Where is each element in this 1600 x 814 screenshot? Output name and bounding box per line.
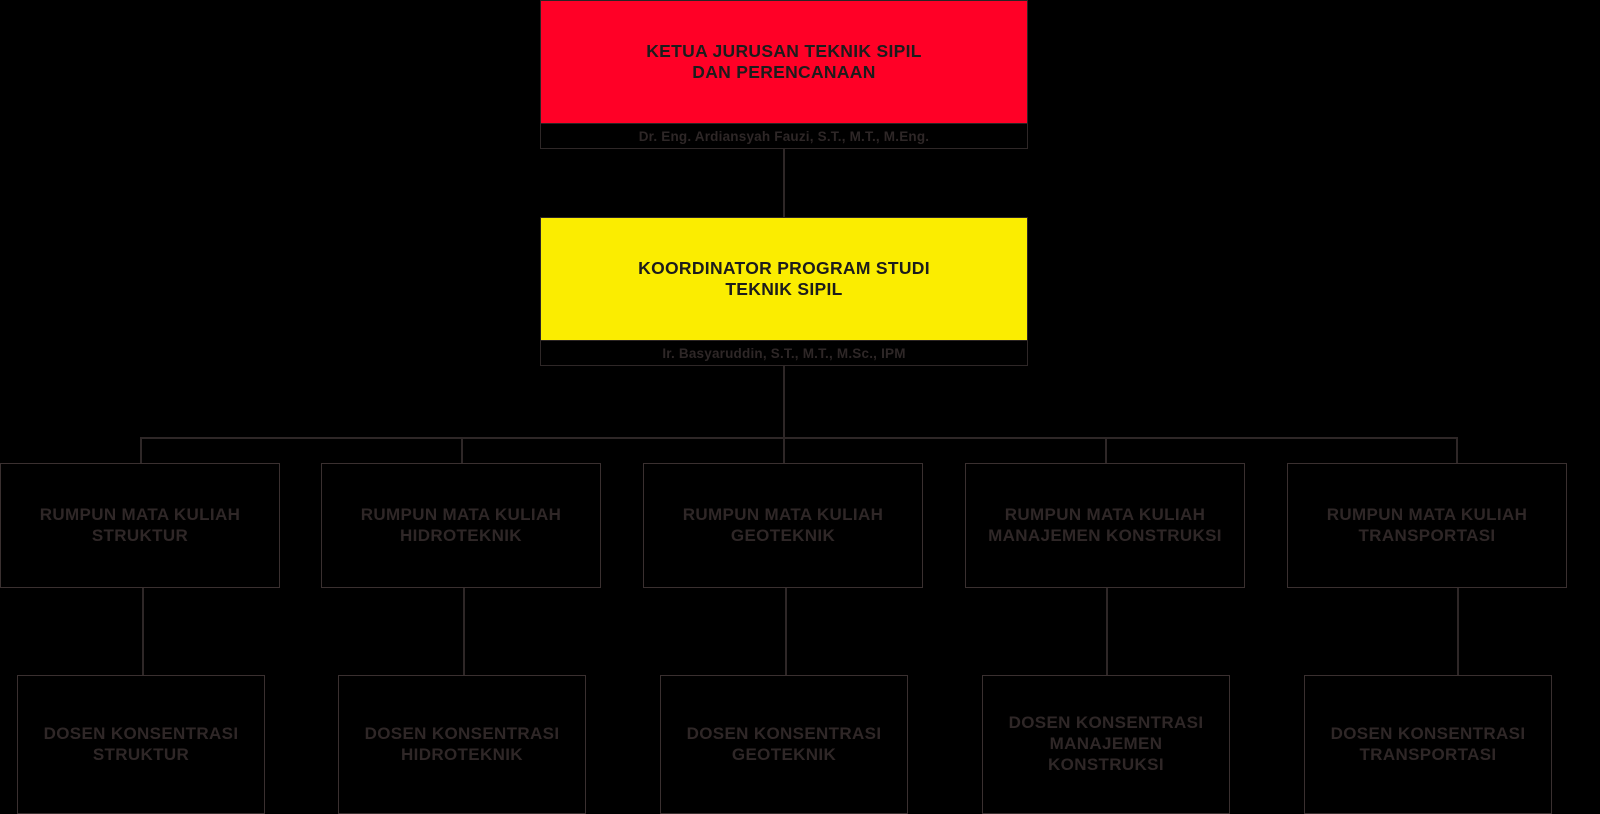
koordinator-prodi-title-line1: KOORDINATOR PROGRAM STUDI xyxy=(638,257,930,278)
connector-rumpun-bus xyxy=(140,437,1458,439)
dosen-geoteknik-line2: GEOTEKNIK xyxy=(731,744,837,764)
connector-ketua-to-koordinator xyxy=(783,149,785,218)
rumpun-manajemen-konstruksi-line2: MANAJEMEN KONSTRUKSI xyxy=(988,525,1222,545)
dosen-struktur-line1: DOSEN KONSENTRASI xyxy=(43,723,239,743)
rumpun-transportasi-line1: RUMPUN MATA KULIAH xyxy=(1326,504,1528,524)
koordinator-prodi-person-name[interactable]: Ir. Basyaruddin, S.T., M.T., M.Sc., IPM xyxy=(540,341,1028,366)
ketua-jurusan-title: KETUA JURUSAN TEKNIK SIPIL DAN PERENCANA… xyxy=(646,41,922,84)
connector-koordinator-stem xyxy=(783,366,785,438)
rumpun-hidroteknik-line2: HIDROTEKNIK xyxy=(400,525,522,545)
rumpun-struktur-line2: STRUKTUR xyxy=(91,525,189,545)
rumpun-geoteknik-line1: RUMPUN MATA KULIAH xyxy=(682,504,884,524)
node-rumpun-manajemen-konstruksi[interactable]: RUMPUN MATA KULIAH MANAJEMEN KONSTRUKSI xyxy=(965,463,1245,588)
node-dosen-transportasi[interactable]: DOSEN KONSENTRASI TRANSPORTASI xyxy=(1304,675,1552,814)
node-ketua-jurusan[interactable]: KETUA JURUSAN TEKNIK SIPIL DAN PERENCANA… xyxy=(540,0,1028,124)
connector-bus-to-rumpun-manajemen xyxy=(1105,437,1107,464)
node-rumpun-hidroteknik[interactable]: RUMPUN MATA KULIAH HIDROTEKNIK xyxy=(321,463,601,588)
dosen-manajemen-konstruksi-line3: KONSTRUKSI xyxy=(1048,754,1164,774)
rumpun-struktur-line1: RUMPUN MATA KULIAH xyxy=(39,504,241,524)
rumpun-struktur-label: RUMPUN MATA KULIAH STRUKTUR xyxy=(34,505,247,546)
dosen-struktur-line2: STRUKTUR xyxy=(92,744,190,764)
ketua-jurusan-title-line2: DAN PERENCANAAN xyxy=(692,62,876,82)
node-rumpun-struktur[interactable]: RUMPUN MATA KULIAH STRUKTUR xyxy=(0,463,280,588)
dosen-hidroteknik-line1: DOSEN KONSENTRASI xyxy=(364,723,560,743)
rumpun-manajemen-konstruksi-line1: RUMPUN MATA KULIAH xyxy=(1004,504,1206,524)
rumpun-geoteknik-line2: GEOTEKNIK xyxy=(730,525,836,545)
connector-bus-to-rumpun-transportasi xyxy=(1456,437,1458,464)
node-koordinator-prodi[interactable]: KOORDINATOR PROGRAM STUDI TEKNIK SIPIL xyxy=(540,217,1028,341)
rumpun-manajemen-konstruksi-label: RUMPUN MATA KULIAH MANAJEMEN KONSTRUKSI xyxy=(982,505,1228,546)
dosen-hidroteknik-label: DOSEN KONSENTRASI HIDROTEKNIK xyxy=(359,724,566,765)
ketua-jurusan-title-line1: KETUA JURUSAN TEKNIK SIPIL xyxy=(646,40,922,61)
ketua-jurusan-person-name[interactable]: Dr. Eng. Ardiansyah Fauzi, S.T., M.T., M… xyxy=(540,124,1028,149)
rumpun-transportasi-line2: TRANSPORTASI xyxy=(1358,525,1496,545)
connector-rumpun-to-dosen-transportasi xyxy=(1457,588,1459,675)
connector-rumpun-to-dosen-struktur xyxy=(142,588,144,675)
rumpun-geoteknik-label: RUMPUN MATA KULIAH GEOTEKNIK xyxy=(677,505,890,546)
rumpun-hidroteknik-line1: RUMPUN MATA KULIAH xyxy=(360,504,562,524)
dosen-transportasi-line2: TRANSPORTASI xyxy=(1359,744,1497,764)
node-rumpun-geoteknik[interactable]: RUMPUN MATA KULIAH GEOTEKNIK xyxy=(643,463,923,588)
node-rumpun-transportasi[interactable]: RUMPUN MATA KULIAH TRANSPORTASI xyxy=(1287,463,1567,588)
dosen-transportasi-line1: DOSEN KONSENTRASI xyxy=(1330,723,1526,743)
koordinator-prodi-title-line2: TEKNIK SIPIL xyxy=(725,279,843,299)
rumpun-transportasi-label: RUMPUN MATA KULIAH TRANSPORTASI xyxy=(1321,505,1534,546)
dosen-struktur-label: DOSEN KONSENTRASI STRUKTUR xyxy=(38,724,245,765)
connector-rumpun-to-dosen-manajemen xyxy=(1106,588,1108,675)
connector-bus-to-rumpun-struktur xyxy=(140,437,142,464)
dosen-geoteknik-line1: DOSEN KONSENTRASI xyxy=(686,723,882,743)
node-dosen-geoteknik[interactable]: DOSEN KONSENTRASI GEOTEKNIK xyxy=(660,675,908,814)
node-dosen-struktur[interactable]: DOSEN KONSENTRASI STRUKTUR xyxy=(17,675,265,814)
connector-rumpun-to-dosen-hidroteknik xyxy=(463,588,465,675)
dosen-hidroteknik-line2: HIDROTEKNIK xyxy=(401,744,523,764)
dosen-manajemen-konstruksi-label: DOSEN KONSENTRASI MANAJEMEN KONSTRUKSI xyxy=(1003,713,1210,775)
dosen-transportasi-label: DOSEN KONSENTRASI TRANSPORTASI xyxy=(1325,724,1532,765)
node-dosen-hidroteknik[interactable]: DOSEN KONSENTRASI HIDROTEKNIK xyxy=(338,675,586,814)
rumpun-hidroteknik-label: RUMPUN MATA KULIAH HIDROTEKNIK xyxy=(355,505,568,546)
koordinator-prodi-person-name-text: Ir. Basyaruddin, S.T., M.T., M.Sc., IPM xyxy=(662,345,906,361)
connector-bus-to-rumpun-hidroteknik xyxy=(461,437,463,464)
connector-bus-to-rumpun-geoteknik xyxy=(783,437,785,464)
connector-rumpun-to-dosen-geoteknik xyxy=(785,588,787,675)
dosen-manajemen-konstruksi-line2: MANAJEMEN xyxy=(1049,734,1163,754)
dosen-geoteknik-label: DOSEN KONSENTRASI GEOTEKNIK xyxy=(681,724,888,765)
node-dosen-manajemen-konstruksi[interactable]: DOSEN KONSENTRASI MANAJEMEN KONSTRUKSI xyxy=(982,675,1230,814)
ketua-jurusan-person-name-text: Dr. Eng. Ardiansyah Fauzi, S.T., M.T., M… xyxy=(638,128,930,144)
koordinator-prodi-title: KOORDINATOR PROGRAM STUDI TEKNIK SIPIL xyxy=(638,258,930,301)
dosen-manajemen-konstruksi-line1: DOSEN KONSENTRASI xyxy=(1008,713,1204,733)
